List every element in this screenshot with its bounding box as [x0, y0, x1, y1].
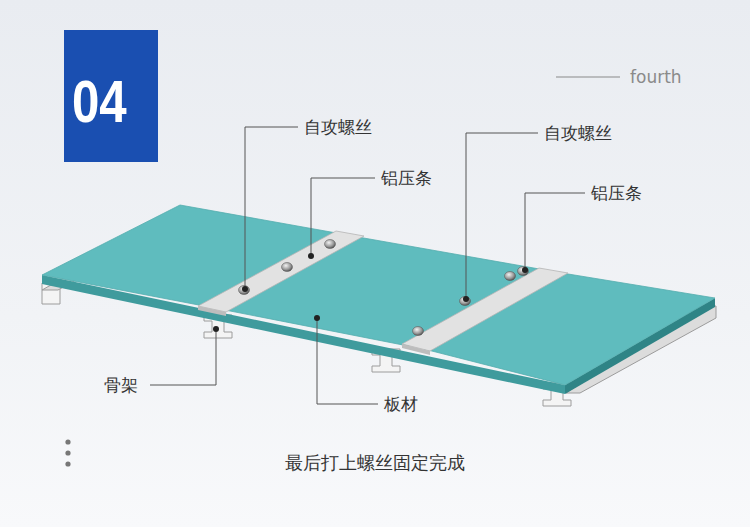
title-rule [556, 76, 620, 77]
strip-edges [198, 306, 430, 355]
part-label: 板材 [384, 394, 418, 414]
decor-dots [65, 439, 70, 466]
aluminium-strips [198, 231, 568, 351]
leader-dots [213, 253, 528, 332]
self-tapping-screws [239, 240, 529, 336]
boards [42, 205, 715, 385]
step-badge: 04 [64, 30, 158, 162]
leader-lines [150, 127, 585, 404]
step-number: 04 [72, 72, 127, 132]
subtitle-word: fourth [630, 67, 682, 87]
part-label: 自攻螺丝 [544, 123, 612, 143]
part-label: 铝压条 [381, 168, 432, 188]
caption: 最后打上螺丝固定完成 [285, 452, 465, 474]
part-label: 骨架 [104, 375, 138, 395]
part-label: 自攻螺丝 [304, 117, 372, 137]
part-label: 铝压条 [591, 183, 642, 203]
